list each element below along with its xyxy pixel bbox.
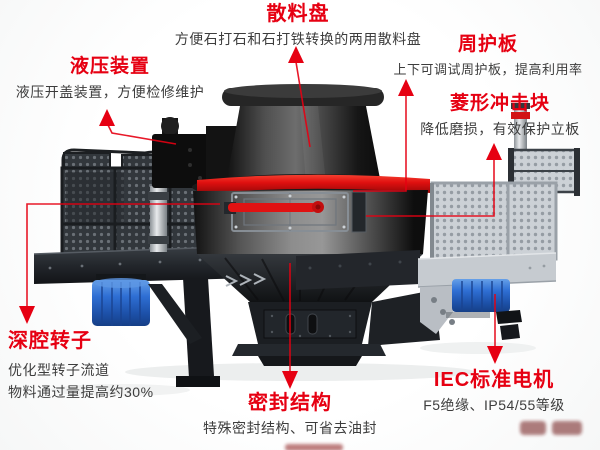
- drum-base: [197, 250, 440, 346]
- label-hydraulic-device-title: 液压装置: [69, 56, 150, 77]
- crusher-drum: [192, 174, 430, 262]
- label-diamond-impact-block-desc: 降低磨损，有效保护立板: [420, 120, 580, 137]
- red-hydraulic-rod: [228, 203, 316, 212]
- label-scatter-plate: 散料盘 方便石打石和石打铁转换的两用散料盘: [150, 2, 446, 48]
- label-seal-structure-desc: 特殊密封结构、可省去油封: [203, 420, 377, 436]
- label-diamond-impact-block: 菱形冲击块 降低磨损，有效保护立板: [412, 93, 588, 138]
- label-seal-structure-title: 密封结构: [248, 392, 332, 414]
- label-peripheral-guard: 周护板 上下可调试周护板，提高利用率: [390, 34, 586, 77]
- label-peripheral-guard-title: 周护板: [457, 34, 518, 55]
- label-hydraulic-device-desc: 液压开盖装置，方便检修维护: [15, 83, 205, 100]
- label-peripheral-guard-desc: 上下可调试周护板，提高利用率: [393, 61, 583, 77]
- label-scatter-plate-desc: 方便石打石和石打铁转换的两用散料盘: [174, 31, 422, 47]
- label-scatter-plate-title: 散料盘: [266, 3, 330, 25]
- label-hydraulic-device: 液压装置 液压开盖装置，方便检修维护: [12, 56, 208, 101]
- label-iec-standard-motor-title: IEC标准电机: [433, 369, 555, 391]
- feed-hopper: [222, 84, 384, 184]
- discharge-chute: [232, 302, 386, 366]
- label-deep-cavity-rotor-desc-line2: 物料通过量提高约30%: [8, 383, 154, 400]
- label-deep-cavity-rotor-title: 深腔转子: [8, 330, 92, 352]
- watermark-fragment: [285, 421, 582, 450]
- label-deep-cavity-rotor-desc-line1: 优化型转子流道: [8, 362, 110, 378]
- label-deep-cavity-rotor: 深腔转子 优化型转子流道 物料通过量提高约30%: [8, 329, 188, 403]
- label-seal-structure: 密封结构 特殊密封结构、可省去油封: [196, 391, 384, 437]
- label-diamond-impact-block-title: 菱形冲击块: [449, 93, 550, 114]
- label-iec-standard-motor: IEC标准电机 F5绝缘、IP54/55等级: [408, 368, 580, 414]
- right-platform-cage: [417, 103, 580, 340]
- label-iec-standard-motor-desc: F5绝缘、IP54/55等级: [423, 397, 565, 413]
